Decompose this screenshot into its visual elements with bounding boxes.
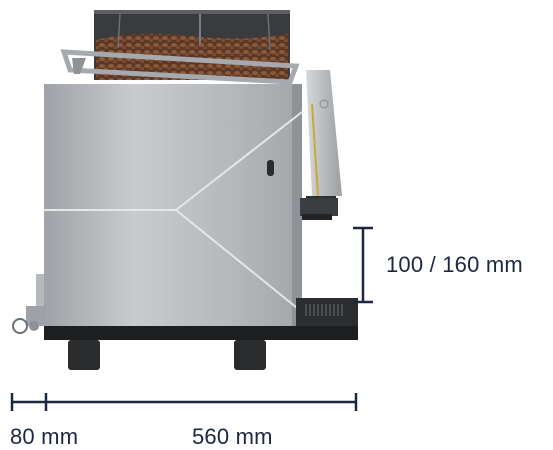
side-clearance-label: 80 mm	[10, 424, 79, 449]
height-dimension-label: 100 / 160 mm	[386, 252, 523, 277]
coffee-spout	[300, 198, 338, 220]
bean-hopper	[94, 10, 290, 80]
water-connection-fitting	[12, 274, 46, 334]
machine-base	[44, 326, 358, 370]
machine-body	[44, 84, 303, 330]
hopper-lid-frame	[60, 49, 300, 85]
height-dimension-line	[353, 226, 373, 304]
front-panel	[306, 70, 342, 206]
width-dimension-line	[10, 393, 358, 411]
drip-tray	[296, 298, 358, 330]
width-dimension-label: 560 mm	[192, 424, 273, 449]
